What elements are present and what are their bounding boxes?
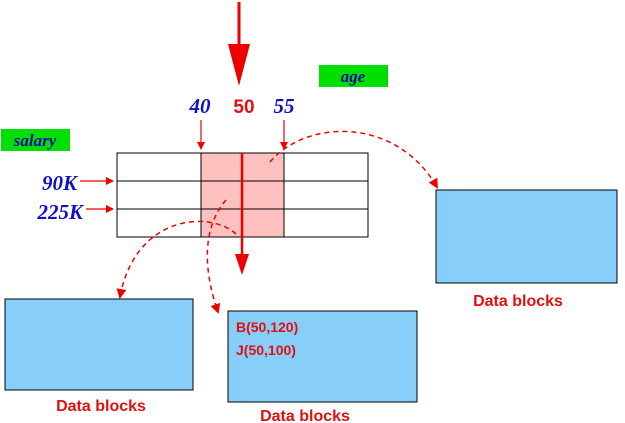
salary-tag-label: salary [13,131,57,150]
age-tag-label: age [341,67,366,86]
query-line-head [235,254,249,275]
data-block-left: Data blocks [4,298,194,415]
age-tag: age [319,65,388,87]
query-arrow [228,2,250,86]
record-b: B(50,120) [236,319,298,335]
age-tick-40: 40 [189,94,212,118]
age-tick-50: 50 [233,97,254,118]
data-block-right: Data blocks [435,189,618,310]
age-tick-55: 55 [274,94,295,118]
salary-tag: salary [1,129,70,151]
record-j: J(50,100) [236,342,296,358]
salary-tick-90k: 90K [42,171,79,195]
data-block-right-label: Data blocks [473,293,563,310]
pointer-to-middle-block [206,199,227,314]
data-block-middle: B(50,120) J(50,100) Data blocks [227,310,418,423]
data-block-middle-label: Data blocks [260,408,350,423]
pointer-to-left-block [116,220,237,299]
data-block-left-label: Data blocks [56,398,146,415]
pointer-to-right-block [269,130,439,189]
salary-tick-225k: 225K [36,200,85,224]
